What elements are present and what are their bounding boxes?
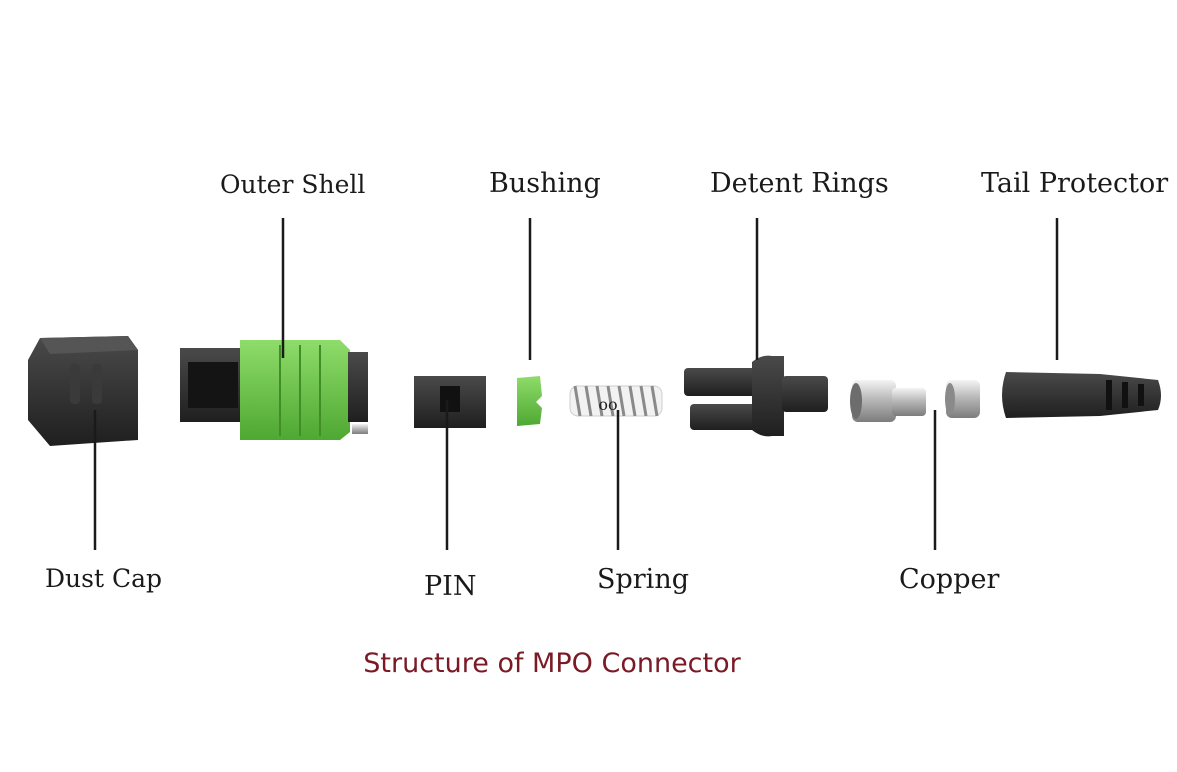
label-spring: Spring bbox=[597, 564, 689, 595]
bushing-part bbox=[517, 376, 542, 426]
label-outer-shell: Outer Shell bbox=[220, 170, 366, 199]
label-pin: PIN bbox=[424, 571, 477, 602]
copper-part bbox=[850, 380, 980, 422]
pin-part bbox=[414, 376, 486, 428]
label-tail-protector: Tail Protector bbox=[981, 168, 1169, 199]
spring-part bbox=[569, 385, 663, 417]
detent-rings-part bbox=[684, 355, 828, 437]
outer-shell-part bbox=[180, 340, 368, 440]
diagram-caption: Structure of MPO Connector bbox=[363, 648, 741, 679]
dust-cap-part bbox=[28, 336, 138, 446]
label-bushing: Bushing bbox=[489, 168, 601, 199]
spring-marking: oo bbox=[598, 395, 617, 414]
label-detent-rings: Detent Rings bbox=[710, 168, 889, 199]
label-dust-cap: Dust Cap bbox=[45, 564, 163, 593]
tail-protector-part bbox=[1002, 372, 1161, 418]
label-copper: Copper bbox=[899, 564, 1000, 595]
leader-lines bbox=[93, 218, 1059, 550]
